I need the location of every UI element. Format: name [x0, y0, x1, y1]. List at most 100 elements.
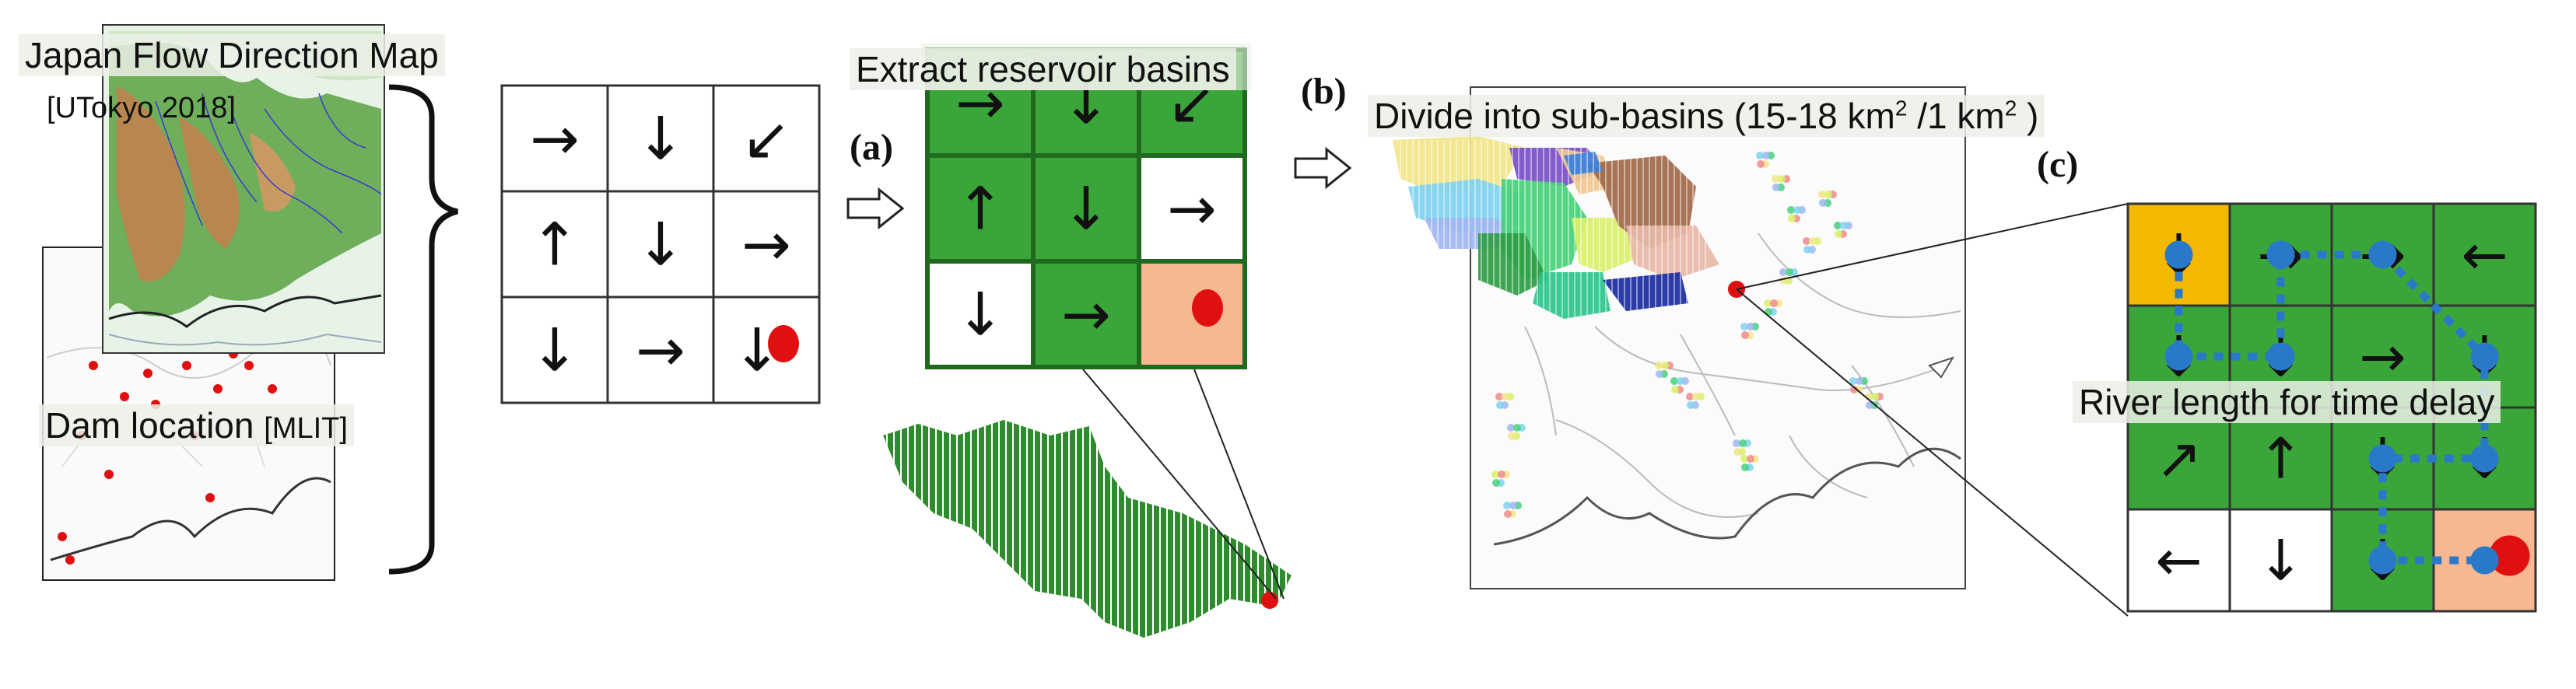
basin-arrow: ↑: [955, 174, 1005, 243]
dam-dot: [104, 470, 114, 479]
sub-basin-speck: [1741, 463, 1749, 471]
sub-basin-speck: [1656, 370, 1663, 378]
river-path-line: [2175, 250, 2489, 565]
flow-cell: [712, 190, 821, 299]
reservoir-basin-grid: →↓↙↑↓→↓→: [921, 44, 1251, 369]
sub-basin-speck: [1871, 393, 1879, 400]
sub-basin-speck: [1687, 401, 1695, 409]
dam-dot: [205, 493, 215, 502]
delay-arrow: ←: [2461, 222, 2508, 288]
flow-arrow: ↓: [636, 104, 685, 173]
river-node: [2470, 546, 2499, 575]
delay-cell: [2126, 508, 2231, 613]
sub-basin-speck: [1495, 393, 1503, 400]
sub-basin-speck: [1819, 199, 1827, 207]
japan-map-source: [UTokyo 2018]: [47, 92, 236, 124]
dam-dot: [58, 532, 67, 541]
sub-basin-speck: [1824, 191, 1832, 198]
flow-arrow: ↙: [741, 104, 791, 173]
zoom-line-4: [1736, 289, 2129, 617]
sub-basin-speck: [1671, 386, 1679, 393]
flow-cell: [712, 296, 821, 404]
divide-sup-2: 2: [2004, 96, 2017, 121]
dam-dot: [65, 555, 75, 565]
sub-basin-speck: [1670, 377, 1678, 385]
river-node: [2368, 546, 2397, 575]
dam-location-title: Dam location [MLIT]: [39, 404, 354, 446]
basin-outlet-dot: [1192, 289, 1223, 327]
basin-cell: [1031, 259, 1141, 369]
basin-arrow: →: [1061, 280, 1111, 349]
sub-basin-speck: [1772, 184, 1780, 191]
divide-title-part3: ): [2017, 96, 2039, 136]
sub-basin-speck: [1508, 432, 1516, 440]
sub-basin-speck: [1803, 246, 1811, 254]
outlet-dot: [768, 325, 799, 362]
basin-cell: [925, 259, 1036, 369]
sub-basin-speck: [1762, 152, 1770, 159]
sub-basin-speck: [1503, 502, 1511, 509]
river-length-title: River length for time delay: [2073, 381, 2501, 423]
sub-basin-speck: [1496, 401, 1504, 409]
sub-basin-speck: [1661, 362, 1669, 369]
dam-dot: [182, 361, 191, 370]
delay-arrow: ↓: [2257, 528, 2304, 593]
grouping-brace: [388, 84, 458, 575]
basin-cell: [1137, 259, 1247, 369]
basin-fill: [883, 420, 1292, 638]
delay-arrow: ←: [2155, 528, 2202, 593]
basin-dam-dot: [1261, 592, 1278, 609]
basin-arrow: ↓: [955, 280, 1005, 349]
flow-cell: [606, 190, 715, 299]
sub-basin-speck: [1840, 222, 1848, 229]
dam-dot: [120, 392, 129, 401]
river-node: [2470, 444, 2499, 473]
sub-basin-speck: [1778, 175, 1786, 183]
label-a: (a): [850, 127, 893, 168]
sub-basin-speck: [1504, 510, 1512, 518]
delay-arrow: ↑: [2257, 426, 2304, 491]
river-node: [2470, 342, 2499, 371]
sub-basin-speck: [1850, 386, 1858, 393]
basin-cell: [1137, 153, 1247, 264]
sub-basin-speck: [1740, 323, 1748, 331]
sub-basin-speck: [1835, 230, 1842, 238]
delay-arrow: →: [2359, 324, 2406, 390]
flow-cell: [500, 296, 609, 404]
delay-outlet-dot: [2489, 535, 2530, 576]
dam-dot: [89, 361, 98, 370]
green-basin-shape: [883, 420, 1292, 638]
hollow-arrow-b: [1294, 146, 1352, 190]
basin-arrow: →: [1167, 174, 1217, 243]
sub-basin-speck: [1655, 362, 1663, 369]
sub-basin-speck: [1866, 401, 1873, 409]
sub-basin-speck: [1491, 470, 1499, 478]
sub-basin-speck: [1513, 424, 1521, 432]
hollow-arrow-a: [846, 187, 905, 230]
dam-source-text: [MLIT]: [264, 412, 348, 445]
divide-title: Divide into sub-basins (15-18 km2 /1 km2…: [1368, 95, 2045, 137]
flow-arrow: →: [636, 316, 685, 385]
divide-sup-1: 2: [1894, 96, 1908, 121]
sub-basin-speck: [1739, 439, 1747, 447]
basin-cell: [925, 153, 1036, 264]
sub-basin-speck: [1507, 424, 1515, 432]
delay-cell: [2228, 508, 2333, 613]
dam-dot: [268, 384, 277, 393]
sub-basin-speck: [1502, 393, 1509, 400]
sub-basin-speck: [1772, 175, 1779, 183]
basin-arrow: ↓: [1061, 174, 1111, 243]
sub-basin-speck: [1498, 470, 1505, 478]
flow-arrow: ↓: [530, 316, 580, 385]
sub-basin-speck: [1788, 215, 1796, 222]
sub-basin: [1533, 272, 1610, 319]
flow-arrow: ↓: [636, 210, 685, 279]
sub-basin-speck: [1770, 299, 1778, 307]
sub-basin-speck: [1787, 206, 1795, 214]
sub-basin-speck: [1803, 237, 1810, 245]
sub-basin-speck: [1779, 268, 1787, 276]
zoom-line-1: [1082, 369, 1277, 600]
sub-basin-speck: [1849, 377, 1857, 385]
flow-direction-map: [102, 24, 385, 354]
sub-basin-speck: [1686, 393, 1694, 400]
